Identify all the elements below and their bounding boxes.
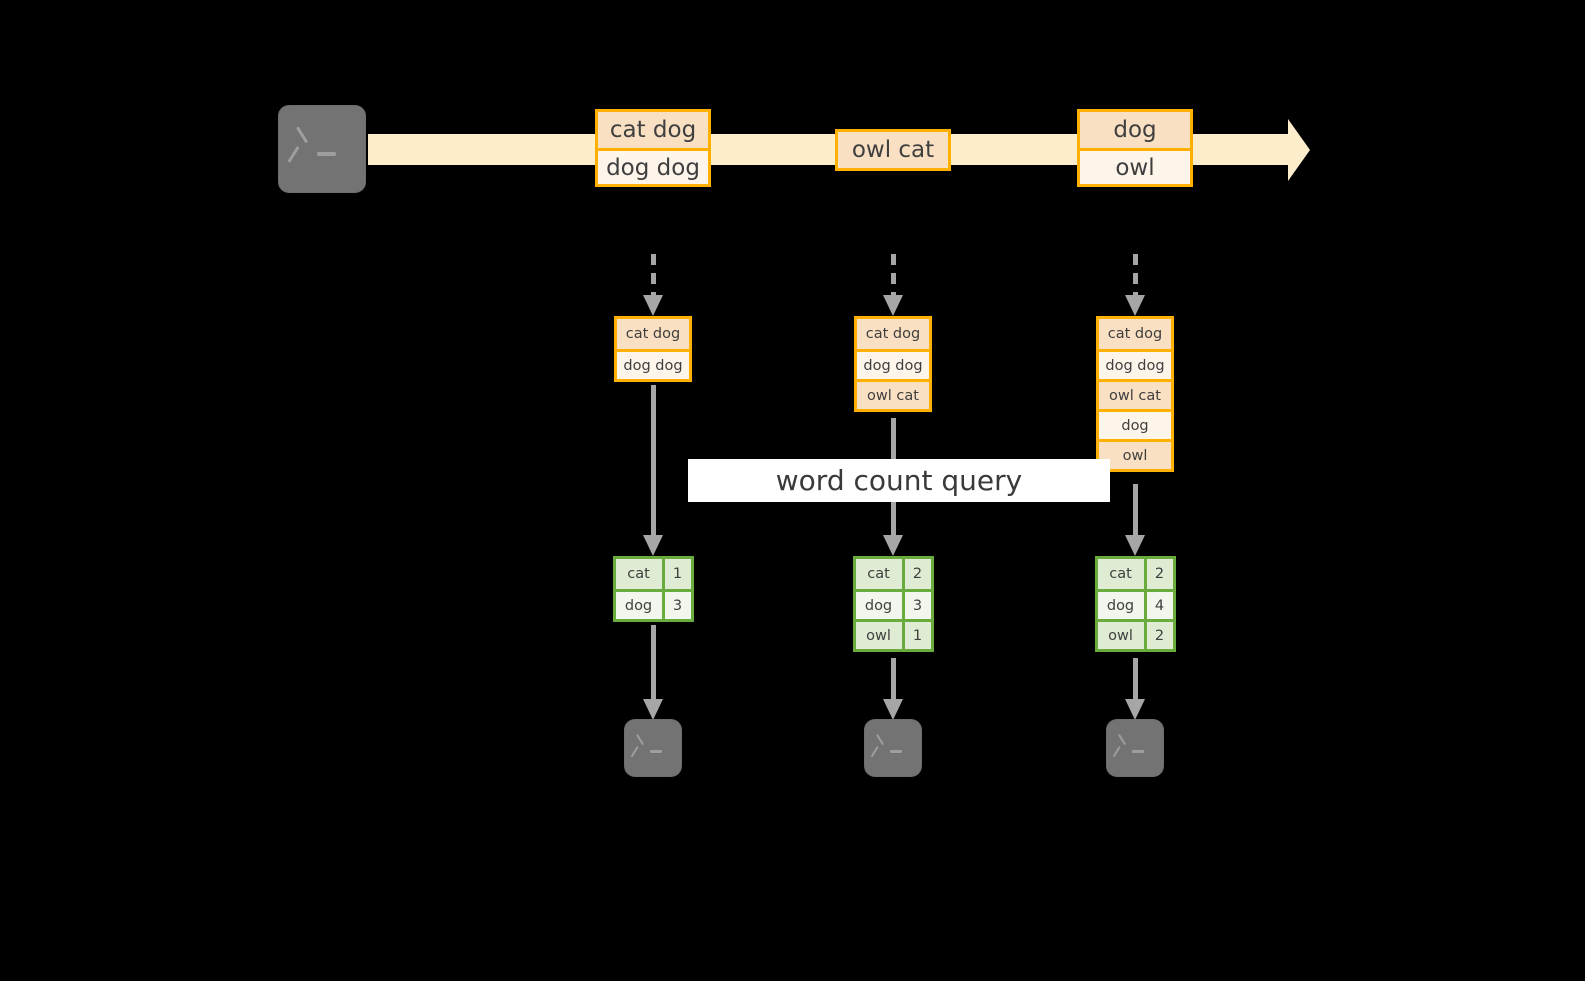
record-row: dog xyxy=(1099,409,1171,439)
word-cell: dog xyxy=(855,592,902,619)
prompt-cursor xyxy=(316,152,336,157)
query-label-text: word count query xyxy=(775,464,1023,497)
word-cell: dog xyxy=(1097,592,1144,619)
down-arrow-icon xyxy=(1124,699,1145,720)
down-arrow-icon xyxy=(1124,535,1145,556)
down-arrow-icon xyxy=(1124,295,1145,316)
count-cell: 2 xyxy=(901,559,931,589)
record-row: owl cat xyxy=(857,379,929,409)
down-arrow-icon xyxy=(882,535,903,556)
prompt-chevron-lower xyxy=(870,746,879,758)
prompt-chevron-upper xyxy=(1118,733,1126,745)
terminal-glyphs xyxy=(865,720,921,776)
source-terminal-icon xyxy=(269,96,375,202)
prompt-cursor xyxy=(649,750,662,753)
terminal-glyphs xyxy=(1107,720,1163,776)
record-row: owl cat xyxy=(838,131,948,168)
prompt-chevron-upper xyxy=(636,733,644,745)
record-row: cat dog xyxy=(857,319,929,349)
record-row: dog dog xyxy=(598,148,708,184)
down-arrow-icon xyxy=(882,699,903,720)
state-to-result-connector-3-line xyxy=(1132,484,1138,535)
record-row: owl xyxy=(1099,439,1171,469)
word-cell: cat xyxy=(1097,559,1144,589)
record-row: dog dog xyxy=(617,349,689,379)
count-cell: 2 xyxy=(1143,559,1173,589)
result-to-sink-connector-3-line xyxy=(1132,658,1138,699)
terminal-glyphs xyxy=(279,106,365,192)
count-cell: 1 xyxy=(661,559,691,589)
count-cell: 2 xyxy=(1143,622,1173,649)
stream-to-state-connector-3-line xyxy=(1132,254,1138,295)
record-row: cat dog xyxy=(1099,319,1171,349)
record-row: dog dog xyxy=(1099,349,1171,379)
stream-to-state-connector-2-line xyxy=(890,254,896,295)
prompt-cursor xyxy=(1131,750,1144,753)
sink-terminal-icon-2 xyxy=(855,710,931,786)
state-to-result-connector-1-line xyxy=(650,385,656,535)
record-row: owl xyxy=(1080,148,1190,184)
terminal-glyphs xyxy=(625,720,681,776)
count-cell: 3 xyxy=(661,592,691,619)
down-arrow-icon xyxy=(882,295,903,316)
word-cell: dog xyxy=(615,592,662,619)
record-row: cat dog xyxy=(617,319,689,349)
query-label-band: word count query xyxy=(688,459,1110,502)
stream-to-state-connector-1-line xyxy=(650,254,656,295)
count-cell: 4 xyxy=(1143,592,1173,619)
prompt-chevron-lower xyxy=(630,746,639,758)
word-cell: owl xyxy=(1097,622,1144,649)
prompt-chevron-lower xyxy=(1112,746,1121,758)
result-to-sink-connector-1-line xyxy=(650,625,656,699)
down-arrow-icon xyxy=(642,535,663,556)
record-row: dog dog xyxy=(857,349,929,379)
prompt-chevron-upper xyxy=(876,733,884,745)
record-row: owl cat xyxy=(1099,379,1171,409)
right-arrow-icon xyxy=(1288,118,1310,181)
stream-batch-2: owl cat xyxy=(835,128,951,171)
sink-terminal-icon-1 xyxy=(615,710,691,786)
word-cell: owl xyxy=(855,622,902,649)
prompt-chevron-lower xyxy=(287,146,300,164)
count-cell: 3 xyxy=(901,592,931,619)
record-row: cat dog xyxy=(598,112,708,148)
word-cell: cat xyxy=(855,559,902,589)
prompt-chevron-upper xyxy=(296,126,309,144)
record-row: dog xyxy=(1080,112,1190,148)
sink-terminal-icon-3 xyxy=(1097,710,1173,786)
down-arrow-icon xyxy=(642,295,663,316)
word-cell: cat xyxy=(615,559,662,589)
result-to-sink-connector-2-line xyxy=(890,658,896,699)
prompt-cursor xyxy=(889,750,902,753)
down-arrow-icon xyxy=(642,699,663,720)
count-cell: 1 xyxy=(901,622,931,649)
